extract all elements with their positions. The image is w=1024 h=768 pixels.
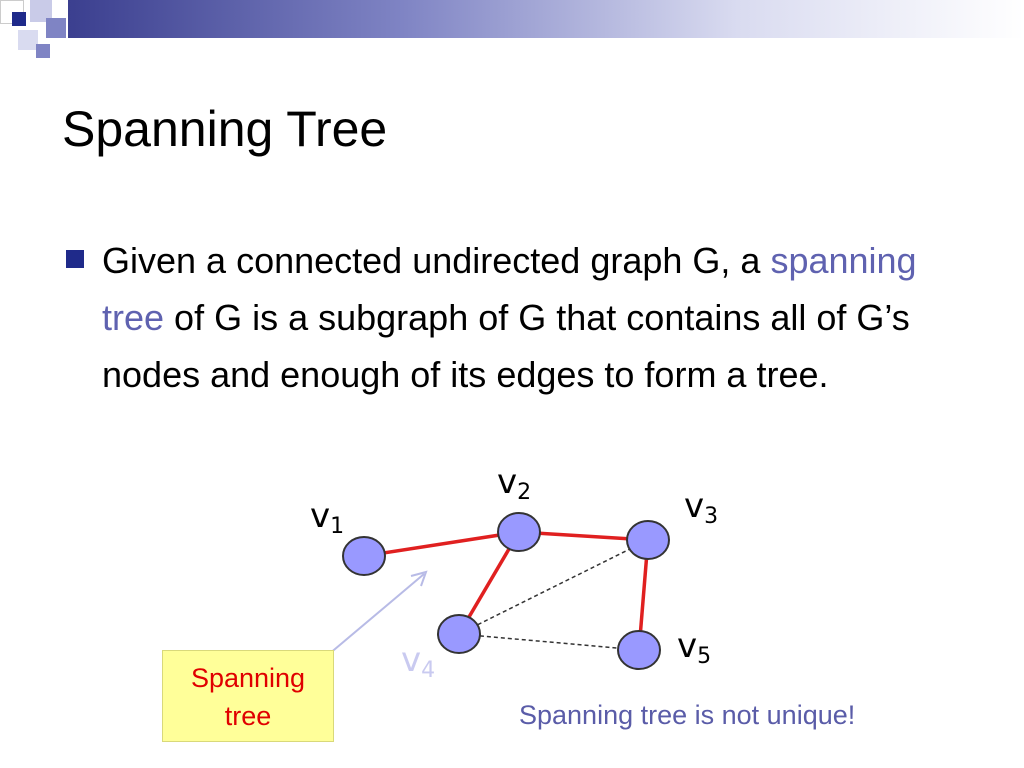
node-v4 (437, 614, 481, 654)
callout-arrowhead (410, 570, 428, 587)
node-label-v5: v5 (677, 626, 712, 669)
node-label-v1: v1 (310, 496, 345, 539)
node-v1 (342, 536, 386, 576)
deco-square (30, 0, 52, 22)
bullet-square-icon (66, 250, 84, 268)
deco-square (46, 18, 66, 38)
bullet-text-part2: of G is a subgraph of G that contains al… (102, 297, 910, 395)
spanning-tree-callout: Spanning tree (162, 650, 334, 742)
non-tree-edge-v4-v3 (458, 539, 649, 635)
deco-square (18, 30, 38, 50)
node-label-v4: v4 (401, 640, 436, 683)
bullet-text: Given a connected undirected graph G, a … (102, 232, 972, 403)
slide-title: Spanning Tree (62, 101, 388, 157)
node-v3 (626, 520, 670, 560)
bullet-text-part1: Given a connected undirected graph G, a (102, 240, 771, 281)
deco-square (36, 44, 50, 58)
header-band (68, 0, 1024, 38)
deco-square (12, 12, 26, 26)
callout-line1: Spanning (190, 663, 306, 693)
node-v5 (617, 630, 661, 670)
callout-line2: tree (224, 701, 272, 731)
tree-edge-v1-v2 (363, 530, 520, 558)
non-tree-edge-v4-v5 (458, 633, 640, 651)
uniqueness-note: Spanning tree is not unique! (519, 700, 856, 730)
spanning-tree-term: spanning tree (102, 240, 917, 338)
node-label-v2: v2 (497, 462, 532, 505)
node-label-v3: v3 (684, 486, 719, 529)
callout-pointer (321, 573, 425, 661)
node-v2 (497, 512, 541, 552)
